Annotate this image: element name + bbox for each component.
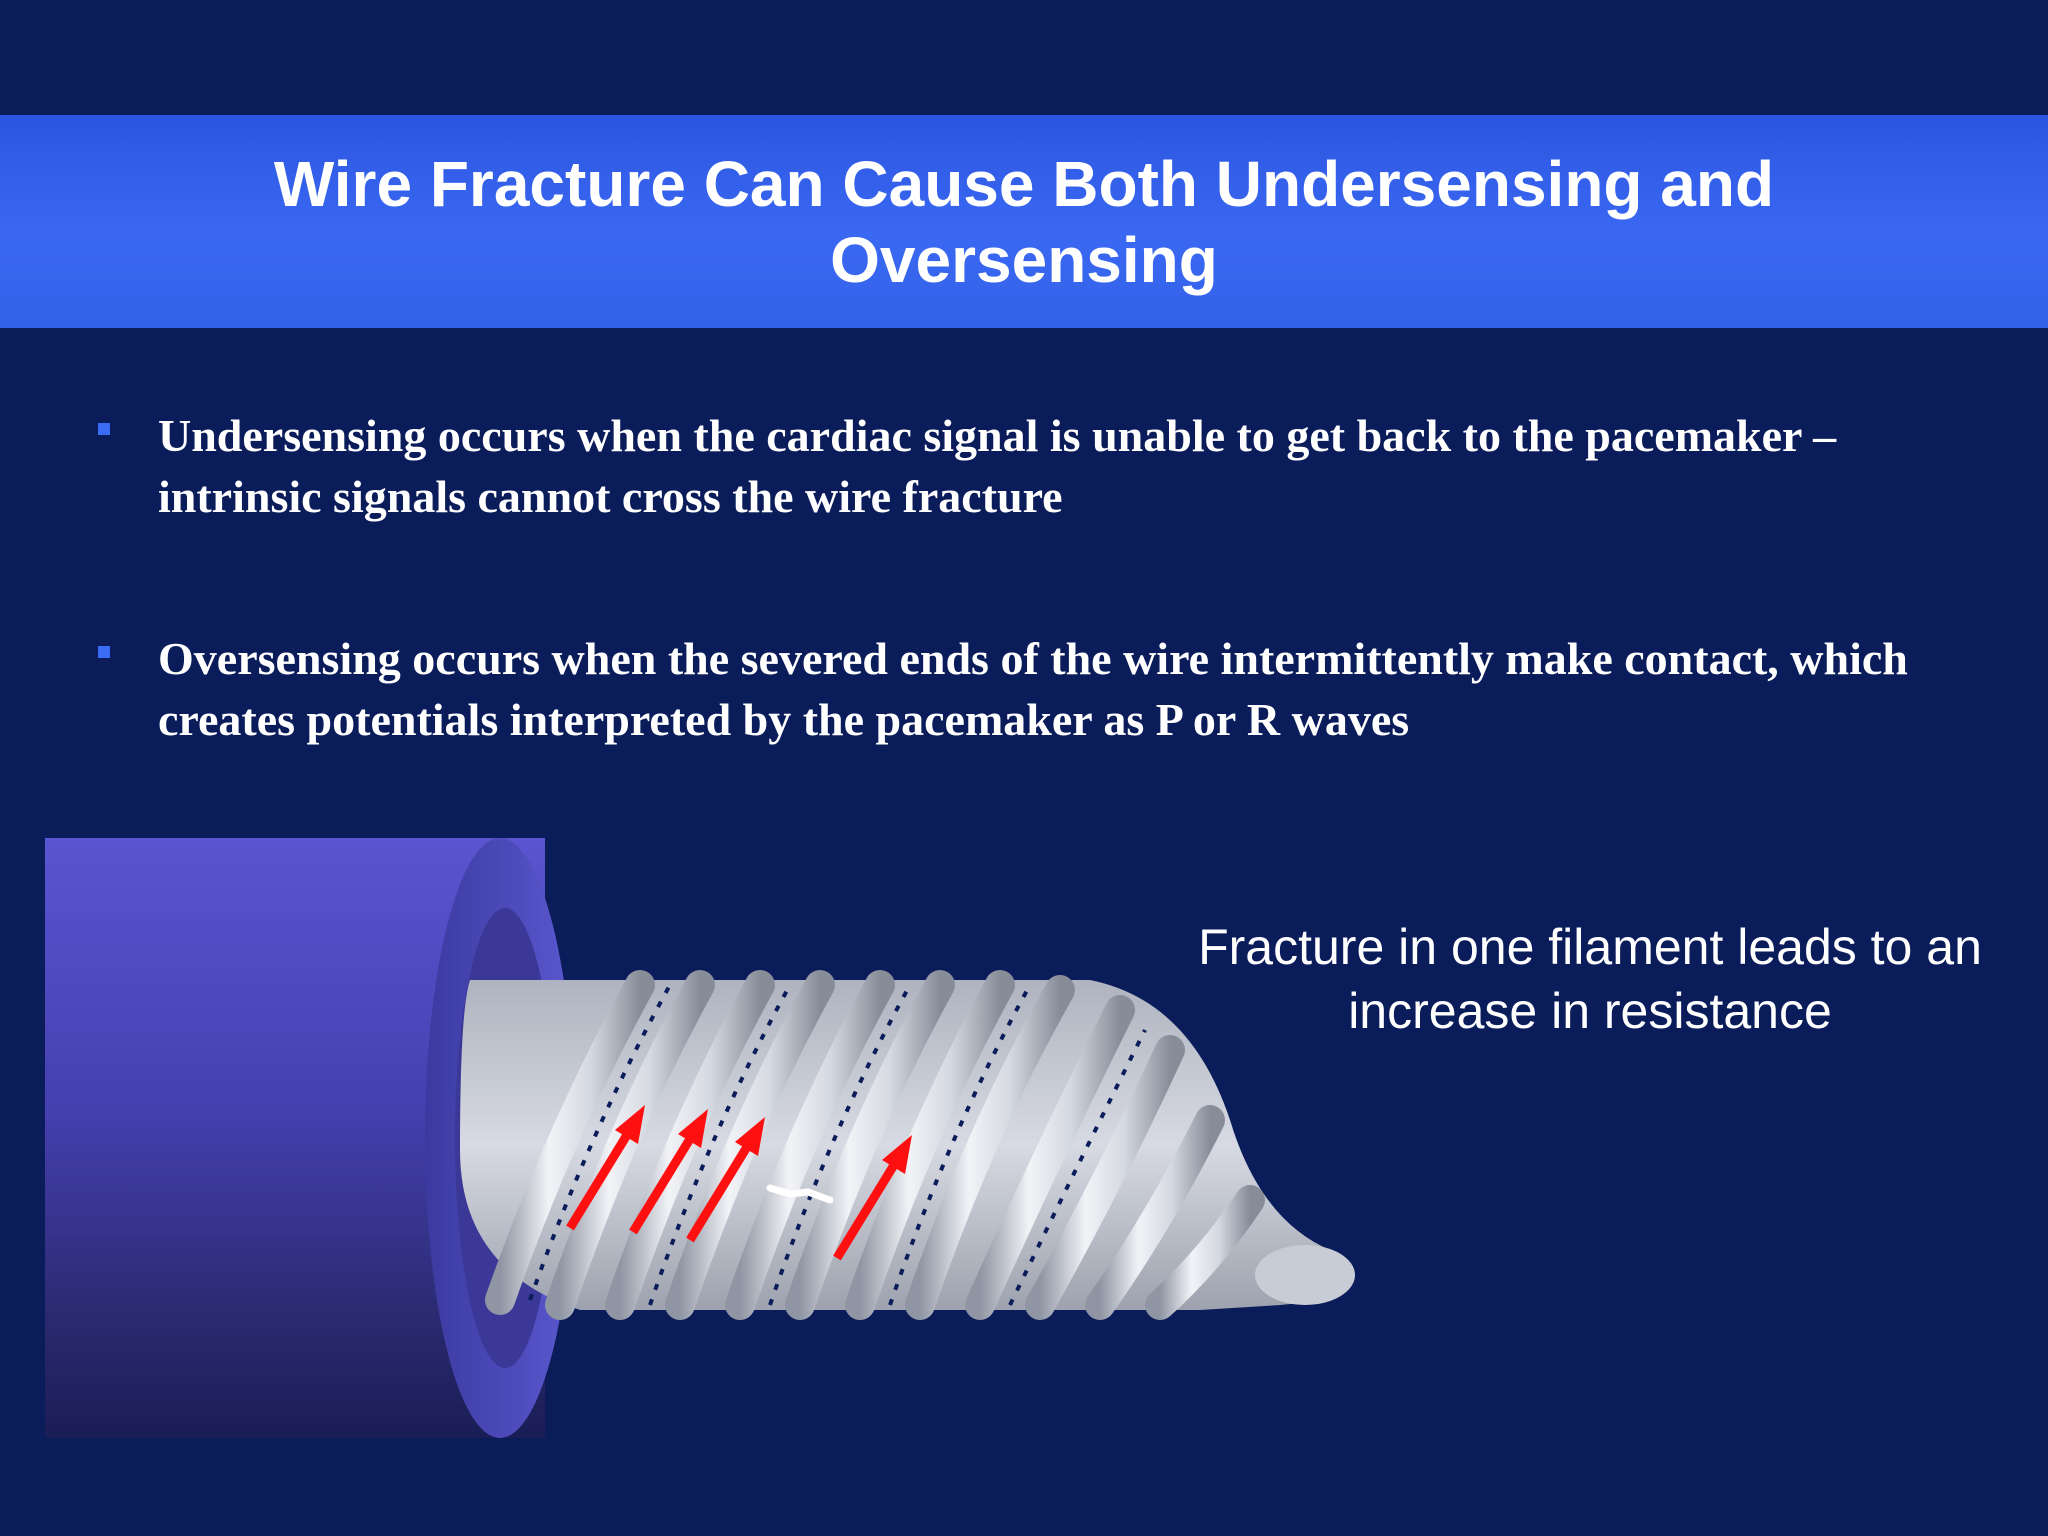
bullet-marker-icon bbox=[98, 423, 110, 435]
arrow-icon bbox=[686, 1117, 765, 1243]
bullet-text: Oversensing occurs when the severed ends… bbox=[158, 633, 1908, 745]
title-band: Wire Fracture Can Cause Both Undersensin… bbox=[0, 115, 2048, 328]
arrow-icon bbox=[566, 1105, 645, 1231]
bullet-marker-icon bbox=[98, 646, 110, 658]
illustration-caption: Fracture in one filament leads to an inc… bbox=[1198, 919, 1982, 1039]
bullet-oversensing: Oversensing occurs when the severed ends… bbox=[98, 628, 1998, 750]
lead-wire-fracture-illustration bbox=[45, 838, 1355, 1438]
slide-title: Wire Fracture Can Cause Both Undersensin… bbox=[273, 147, 1775, 296]
fracture-mark bbox=[766, 1184, 834, 1204]
arrow-icon bbox=[833, 1135, 912, 1261]
arrow-icon bbox=[629, 1109, 708, 1235]
bullet-text: Undersensing occurs when the cardiac sig… bbox=[158, 410, 1837, 522]
bullet-undersensing: Undersensing occurs when the cardiac sig… bbox=[98, 405, 1998, 527]
current-flow-arrows bbox=[566, 1105, 912, 1261]
